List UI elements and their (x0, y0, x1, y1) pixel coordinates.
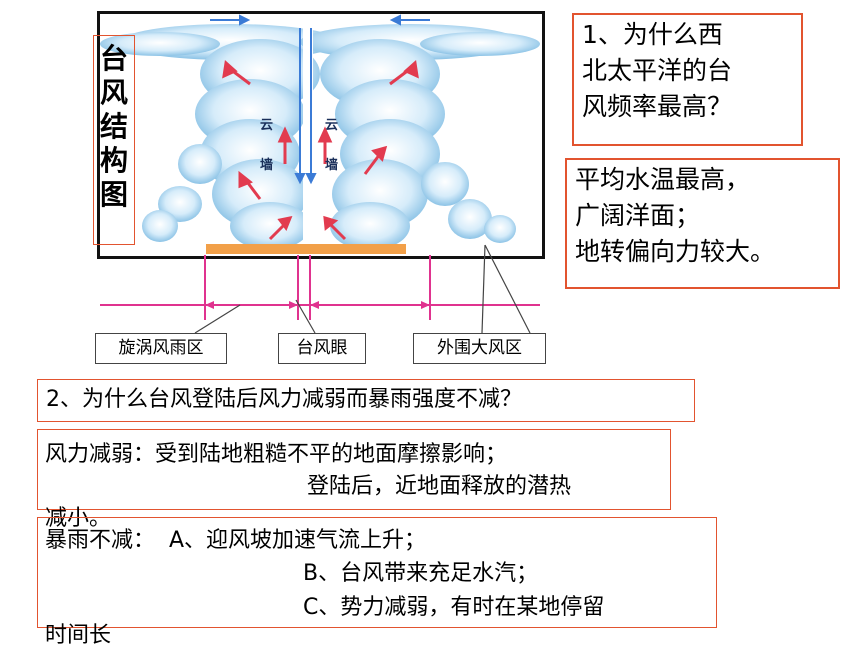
answer-1-line: 广阔洋面； (575, 201, 701, 230)
answer-3-line-4: 时间长 (45, 623, 112, 648)
question-1-box: 1、为什么西 北太平洋的台 风频率最高？ (572, 13, 803, 146)
ocean-surface (206, 244, 406, 254)
typhoon-eye-label: 台风眼 (278, 333, 366, 364)
title-char: 图 (99, 178, 128, 211)
title-char: 结 (99, 110, 128, 143)
diagram-title: 台 风 结 构 图 (93, 35, 135, 245)
answer-1-line: 地转偏向力较大。 (575, 237, 776, 266)
answer-2-box (37, 429, 671, 510)
rising-airflow-arrows (222, 60, 419, 241)
question-2-text: 2、为什么台风登陆后风力减弱而暴雨强度不减？ (46, 387, 522, 412)
typhoon-cloud-illustration (100, 14, 540, 254)
left-cloud-wall (142, 39, 320, 250)
answer-3-line-1: 暴雨不减： A、迎风坡加速气流上升； (45, 528, 427, 553)
cloud-wall-label-left: 云 墙 (260, 118, 274, 173)
outer-gale-zone-label: 外围大风区 (413, 333, 546, 364)
answer-1-box: 平均水温最高， 广阔洋面； 地转偏向力较大。 (565, 158, 840, 289)
answer-2-line-1: 风力减弱：受到陆地粗糙不平的地面摩擦影响； (45, 442, 508, 467)
title-char: 构 (99, 144, 128, 177)
question-2-box: 2、为什么台风登陆后风力减弱而暴雨强度不减？ (37, 379, 695, 422)
outflow-arrows (210, 14, 430, 185)
typhoon-structure-diagram: 云 墙 云 墙 (97, 11, 545, 259)
answer-2-line-2: 登陆后，近地面释放的潜热 (307, 474, 572, 499)
answer-2-line-3: 减小。 (45, 506, 112, 531)
title-char: 台 (99, 42, 128, 75)
answer-1-line: 平均水温最高， (575, 165, 751, 194)
spiral-rain-zone-label: 旋涡风雨区 (95, 333, 227, 364)
answer-3-line-3: C、势力减弱，有时在某地停留 (303, 595, 605, 620)
answer-3-box (37, 517, 717, 628)
question-1-line: 风频率最高？ (582, 92, 733, 121)
title-char: 风 (99, 76, 128, 109)
region-measurement-lines (100, 244, 540, 334)
cloud-wall-label-right: 云 墙 (325, 118, 339, 173)
typhoon-eye-channel (303, 24, 313, 246)
question-1-line: 1、为什么西 (582, 20, 723, 49)
answer-3-line-2: B、台风带来充足水汽； (303, 561, 539, 586)
question-1-line: 北太平洋的台 (582, 56, 733, 85)
